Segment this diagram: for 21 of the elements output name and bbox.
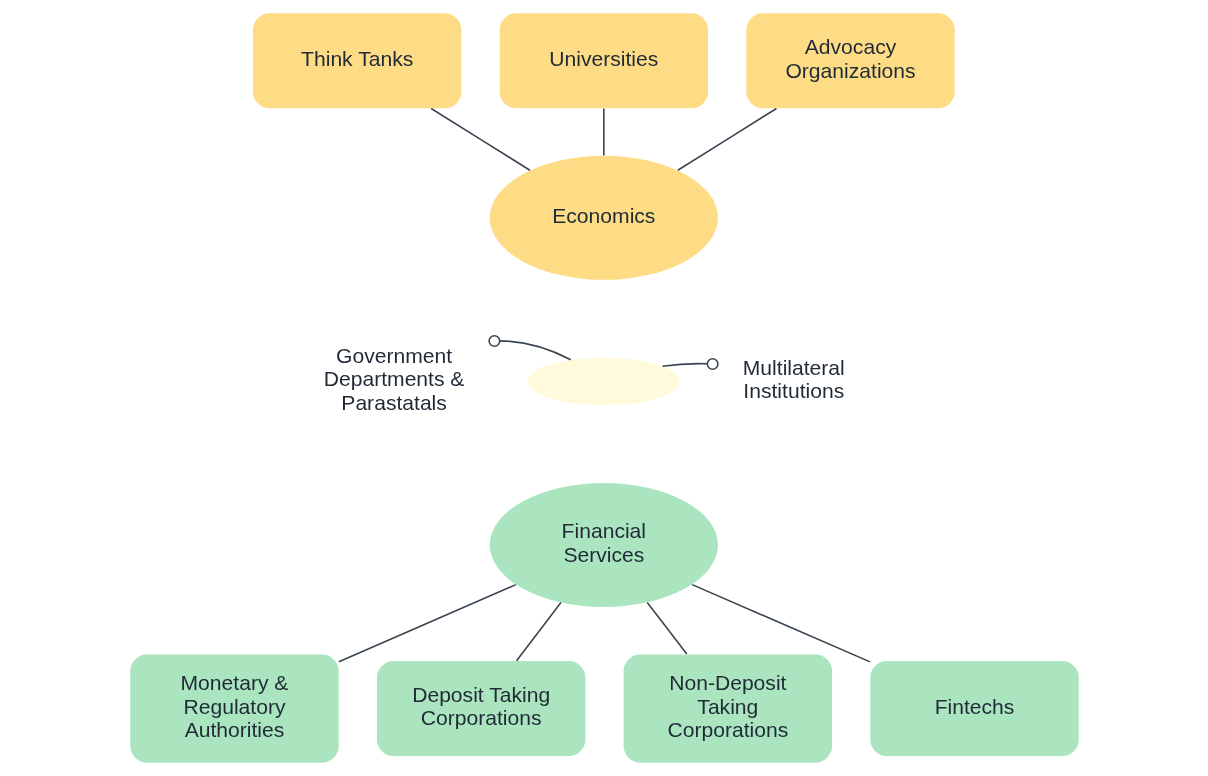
node-box: Universities — [499, 13, 708, 109]
node-box: Fintechs — [869, 661, 1079, 757]
connector — [337, 583, 517, 663]
connector — [645, 601, 688, 655]
node-ellipse: Financial Services — [489, 483, 718, 607]
connector — [690, 583, 871, 663]
node-box: Advocacy Organizations — [745, 13, 955, 109]
node-text: Government Departments & Parastatals — [323, 343, 464, 415]
node-ellipse — [527, 357, 680, 406]
node-box: Monetary & Regulatory Authorities — [129, 654, 339, 763]
node-box: Non-Deposit Taking Corporations — [623, 654, 832, 763]
node-ellipse: Economics — [489, 155, 718, 280]
connector — [429, 107, 531, 172]
connector — [487, 334, 571, 361]
connector — [515, 601, 562, 662]
connector — [661, 357, 719, 371]
node-text: Multilateral Institutions — [742, 355, 845, 403]
node-box: Think Tanks — [252, 13, 461, 109]
connector — [602, 107, 605, 157]
node-box: Deposit Taking Corporations — [376, 661, 585, 757]
connector — [676, 107, 777, 172]
